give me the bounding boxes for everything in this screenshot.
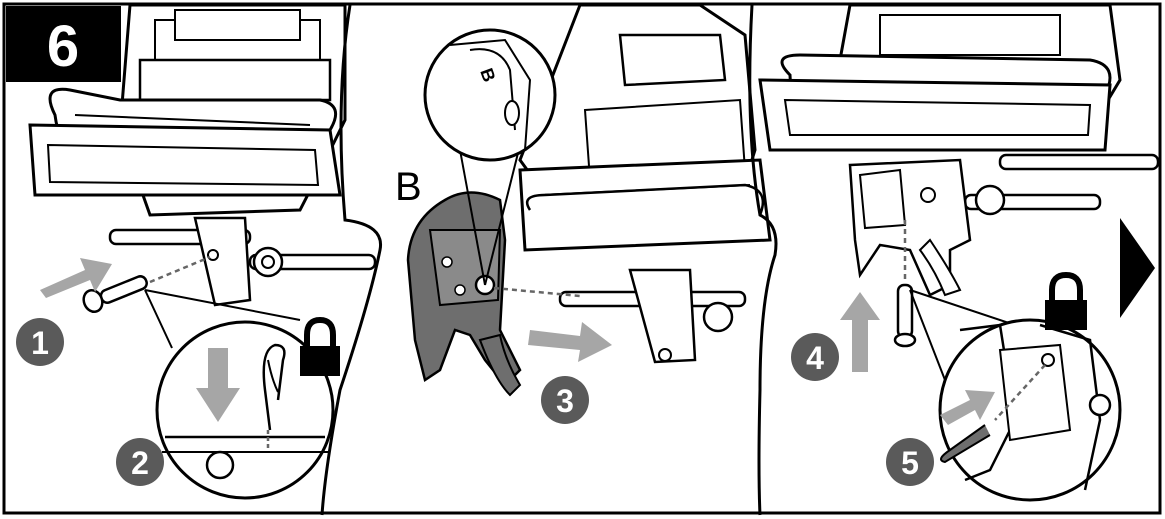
detail-zoom-circle: [423, 28, 557, 162]
svg-text:5: 5: [901, 445, 919, 481]
step-number: 6: [47, 14, 79, 79]
detail-zoom-circle: [155, 320, 335, 500]
step-badge-5: 5: [886, 438, 934, 486]
gray-arrow-icon: [840, 292, 880, 372]
clevis-pin: [82, 275, 148, 313]
svg-text:2: 2: [131, 445, 149, 481]
lock-icon: [1045, 271, 1087, 330]
svg-text:1: 1: [31, 325, 49, 361]
step-badge-4: 4: [791, 333, 839, 381]
svg-text:4: 4: [806, 340, 824, 376]
svg-text:3: 3: [556, 383, 574, 419]
gray-arrow-icon: [196, 348, 240, 422]
part-label-b: B: [395, 165, 422, 209]
gray-arrow-icon: [40, 258, 112, 298]
gray-arrow-icon: [528, 322, 612, 362]
step-badge-3: 3: [541, 376, 589, 424]
step-badge-2: 2: [116, 438, 164, 486]
svg-text:B: B: [476, 66, 499, 85]
next-arrow-icon: [1120, 218, 1155, 318]
lock-icon: [300, 316, 340, 376]
gray-arrow-icon: [940, 390, 995, 425]
step-badge-1: 1: [16, 318, 64, 366]
tine-part-b: [406, 191, 522, 397]
step-number-badge: [6, 6, 121, 82]
panel-3: [758, 3, 1160, 502]
panel-1: [28, 3, 383, 516]
panel-2: B: [406, 3, 778, 516]
